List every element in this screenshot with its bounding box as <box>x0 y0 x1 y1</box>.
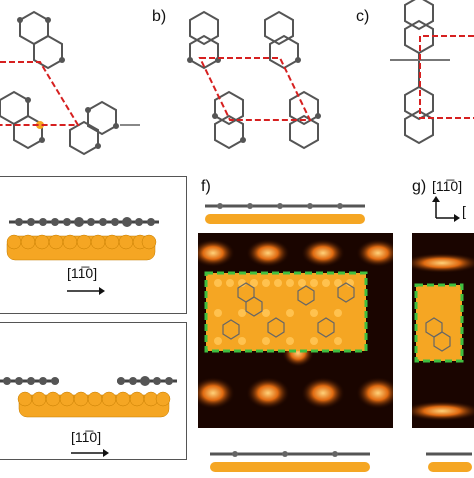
side-view-model-2 <box>0 376 177 418</box>
axes-icon-g: [ <box>432 196 466 222</box>
svg-text:[: [ <box>462 203 466 219</box>
direction-arrow-2 <box>71 449 109 457</box>
molecule-b <box>187 10 321 150</box>
direction-label-1: [11̅0] <box>67 265 98 281</box>
panel-label-g: g) <box>412 178 427 195</box>
side-view-box-1: [11̅0] <box>0 176 187 314</box>
panel-label-c: c) <box>356 8 370 25</box>
panel-f-side-model-bottom <box>210 451 370 472</box>
panel-label-f: f) <box>201 178 211 195</box>
panel-c-model <box>380 0 474 165</box>
panel-b-model <box>170 10 340 165</box>
stm-image-g <box>412 233 474 428</box>
side-view-box-2: [11̅0] <box>0 322 187 460</box>
molecule-a <box>0 10 140 156</box>
direction-label-g: [11̅0] <box>432 178 463 194</box>
molecule-c <box>390 0 474 145</box>
stm-image-f-pattern <box>198 239 393 409</box>
stm-image-g-pattern <box>412 253 474 421</box>
direction-arrow-1 <box>67 287 105 295</box>
direction-label-2: [11̅0] <box>71 429 102 445</box>
panel-label-b: b) <box>152 8 167 25</box>
panel-f-side-model-top <box>205 203 365 224</box>
panel-a-model <box>0 0 150 165</box>
side-view-model-1 <box>6 217 159 261</box>
panel-g-side-model-bottom <box>426 452 472 472</box>
stm-image-f <box>198 233 393 428</box>
